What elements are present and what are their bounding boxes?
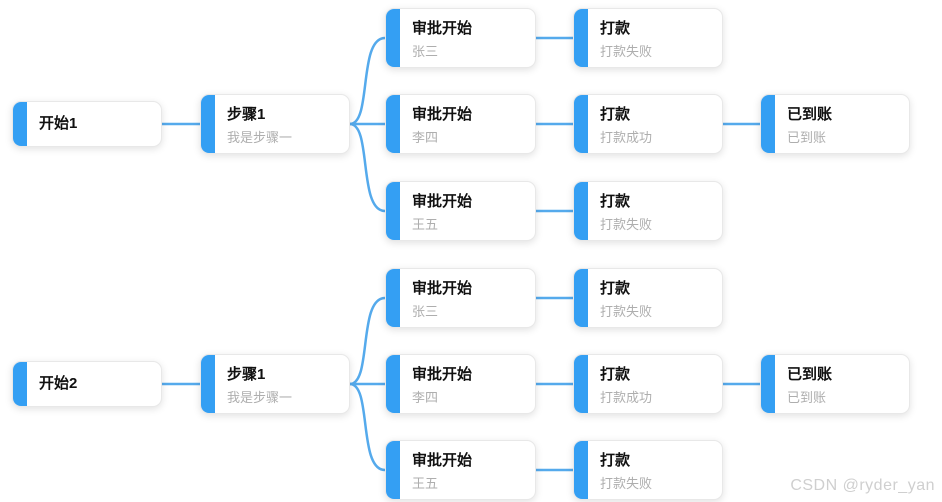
node-pay-zhangsan-t2[interactable]: 打款 打款失败	[573, 268, 723, 328]
node-title: 已到账	[787, 106, 833, 123]
node-accent-bar	[574, 95, 588, 153]
node-accent-bar	[574, 441, 588, 499]
node-title: 审批开始	[412, 193, 473, 210]
node-accent-bar	[386, 355, 400, 413]
node-accent-bar	[574, 182, 588, 240]
csdn-watermark: CSDN @ryder_yan	[790, 477, 935, 494]
node-accent-bar	[201, 355, 215, 413]
node-subtitle: 张三	[412, 44, 439, 59]
node-accent-bar	[386, 9, 400, 67]
node-title: 开始2	[39, 375, 78, 392]
node-approve-lisi-t1[interactable]: 审批开始 李四	[385, 94, 536, 154]
node-subtitle: 打款失败	[600, 476, 653, 491]
node-subtitle: 李四	[412, 130, 439, 145]
node-subtitle: 已到账	[787, 390, 827, 405]
node-subtitle: 打款失败	[600, 44, 653, 59]
node-pay-zhangsan-t1[interactable]: 打款 打款失败	[573, 8, 723, 68]
node-subtitle: 已到账	[787, 130, 827, 145]
node-approve-zhangsan-t1[interactable]: 审批开始 张三	[385, 8, 536, 68]
node-subtitle: 李四	[412, 390, 439, 405]
node-title: 打款	[600, 106, 631, 123]
node-approve-wangwu-t1[interactable]: 审批开始 王五	[385, 181, 536, 241]
node-approve-lisi-t2[interactable]: 审批开始 李四	[385, 354, 536, 414]
node-arrived-lisi-t2[interactable]: 已到账 已到账	[760, 354, 910, 414]
node-title: 审批开始	[412, 366, 473, 383]
node-title: 审批开始	[412, 106, 473, 123]
node-accent-bar	[13, 102, 27, 146]
node-pay-lisi-t1[interactable]: 打款 打款成功	[573, 94, 723, 154]
node-title: 步骤1	[227, 106, 266, 123]
node-subtitle: 打款失败	[600, 217, 653, 232]
node-accent-bar	[574, 269, 588, 327]
node-subtitle: 王五	[412, 217, 439, 232]
node-pay-wangwu-t1[interactable]: 打款 打款失败	[573, 181, 723, 241]
node-accent-bar	[761, 355, 775, 413]
node-title: 打款	[600, 452, 631, 469]
node-subtitle: 我是步骤一	[227, 130, 293, 145]
node-subtitle: 打款成功	[600, 390, 653, 405]
node-title: 步骤1	[227, 366, 266, 383]
node-title: 审批开始	[412, 280, 473, 297]
edge-step1-approve-zhangsan-t2	[348, 296, 387, 386]
node-subtitle: 我是步骤一	[227, 390, 293, 405]
node-accent-bar	[574, 355, 588, 413]
node-accent-bar	[386, 269, 400, 327]
node-step-1-t2[interactable]: 步骤1 我是步骤一	[200, 354, 350, 414]
edge-step1-approve-wangwu-t2	[348, 382, 387, 472]
node-title: 审批开始	[412, 20, 473, 37]
node-title: 开始1	[39, 115, 78, 132]
node-subtitle: 张三	[412, 304, 439, 319]
node-pay-lisi-t2[interactable]: 打款 打款成功	[573, 354, 723, 414]
node-accent-bar	[574, 9, 588, 67]
node-step-1-t1[interactable]: 步骤1 我是步骤一	[200, 94, 350, 154]
node-accent-bar	[386, 441, 400, 499]
node-title: 打款	[600, 366, 631, 383]
node-title: 打款	[600, 193, 631, 210]
edge-step1-approve-wangwu-t1	[348, 122, 387, 213]
edge-step1-approve-zhangsan-t1	[348, 36, 387, 126]
node-pay-wangwu-t2[interactable]: 打款 打款失败	[573, 440, 723, 500]
node-title: 审批开始	[412, 452, 473, 469]
node-accent-bar	[386, 95, 400, 153]
node-title: 打款	[600, 20, 631, 37]
node-approve-zhangsan-t2[interactable]: 审批开始 张三	[385, 268, 536, 328]
node-title: 打款	[600, 280, 631, 297]
node-subtitle: 打款失败	[600, 304, 653, 319]
node-subtitle: 王五	[412, 476, 439, 491]
node-approve-wangwu-t2[interactable]: 审批开始 王五	[385, 440, 536, 500]
node-accent-bar	[761, 95, 775, 153]
node-subtitle: 打款成功	[600, 130, 653, 145]
node-accent-bar	[386, 182, 400, 240]
node-arrived-lisi-t1[interactable]: 已到账 已到账	[760, 94, 910, 154]
node-start-1[interactable]: 开始1	[12, 101, 162, 147]
node-start-2[interactable]: 开始2	[12, 361, 162, 407]
node-accent-bar	[201, 95, 215, 153]
node-title: 已到账	[787, 366, 833, 383]
node-accent-bar	[13, 362, 27, 406]
